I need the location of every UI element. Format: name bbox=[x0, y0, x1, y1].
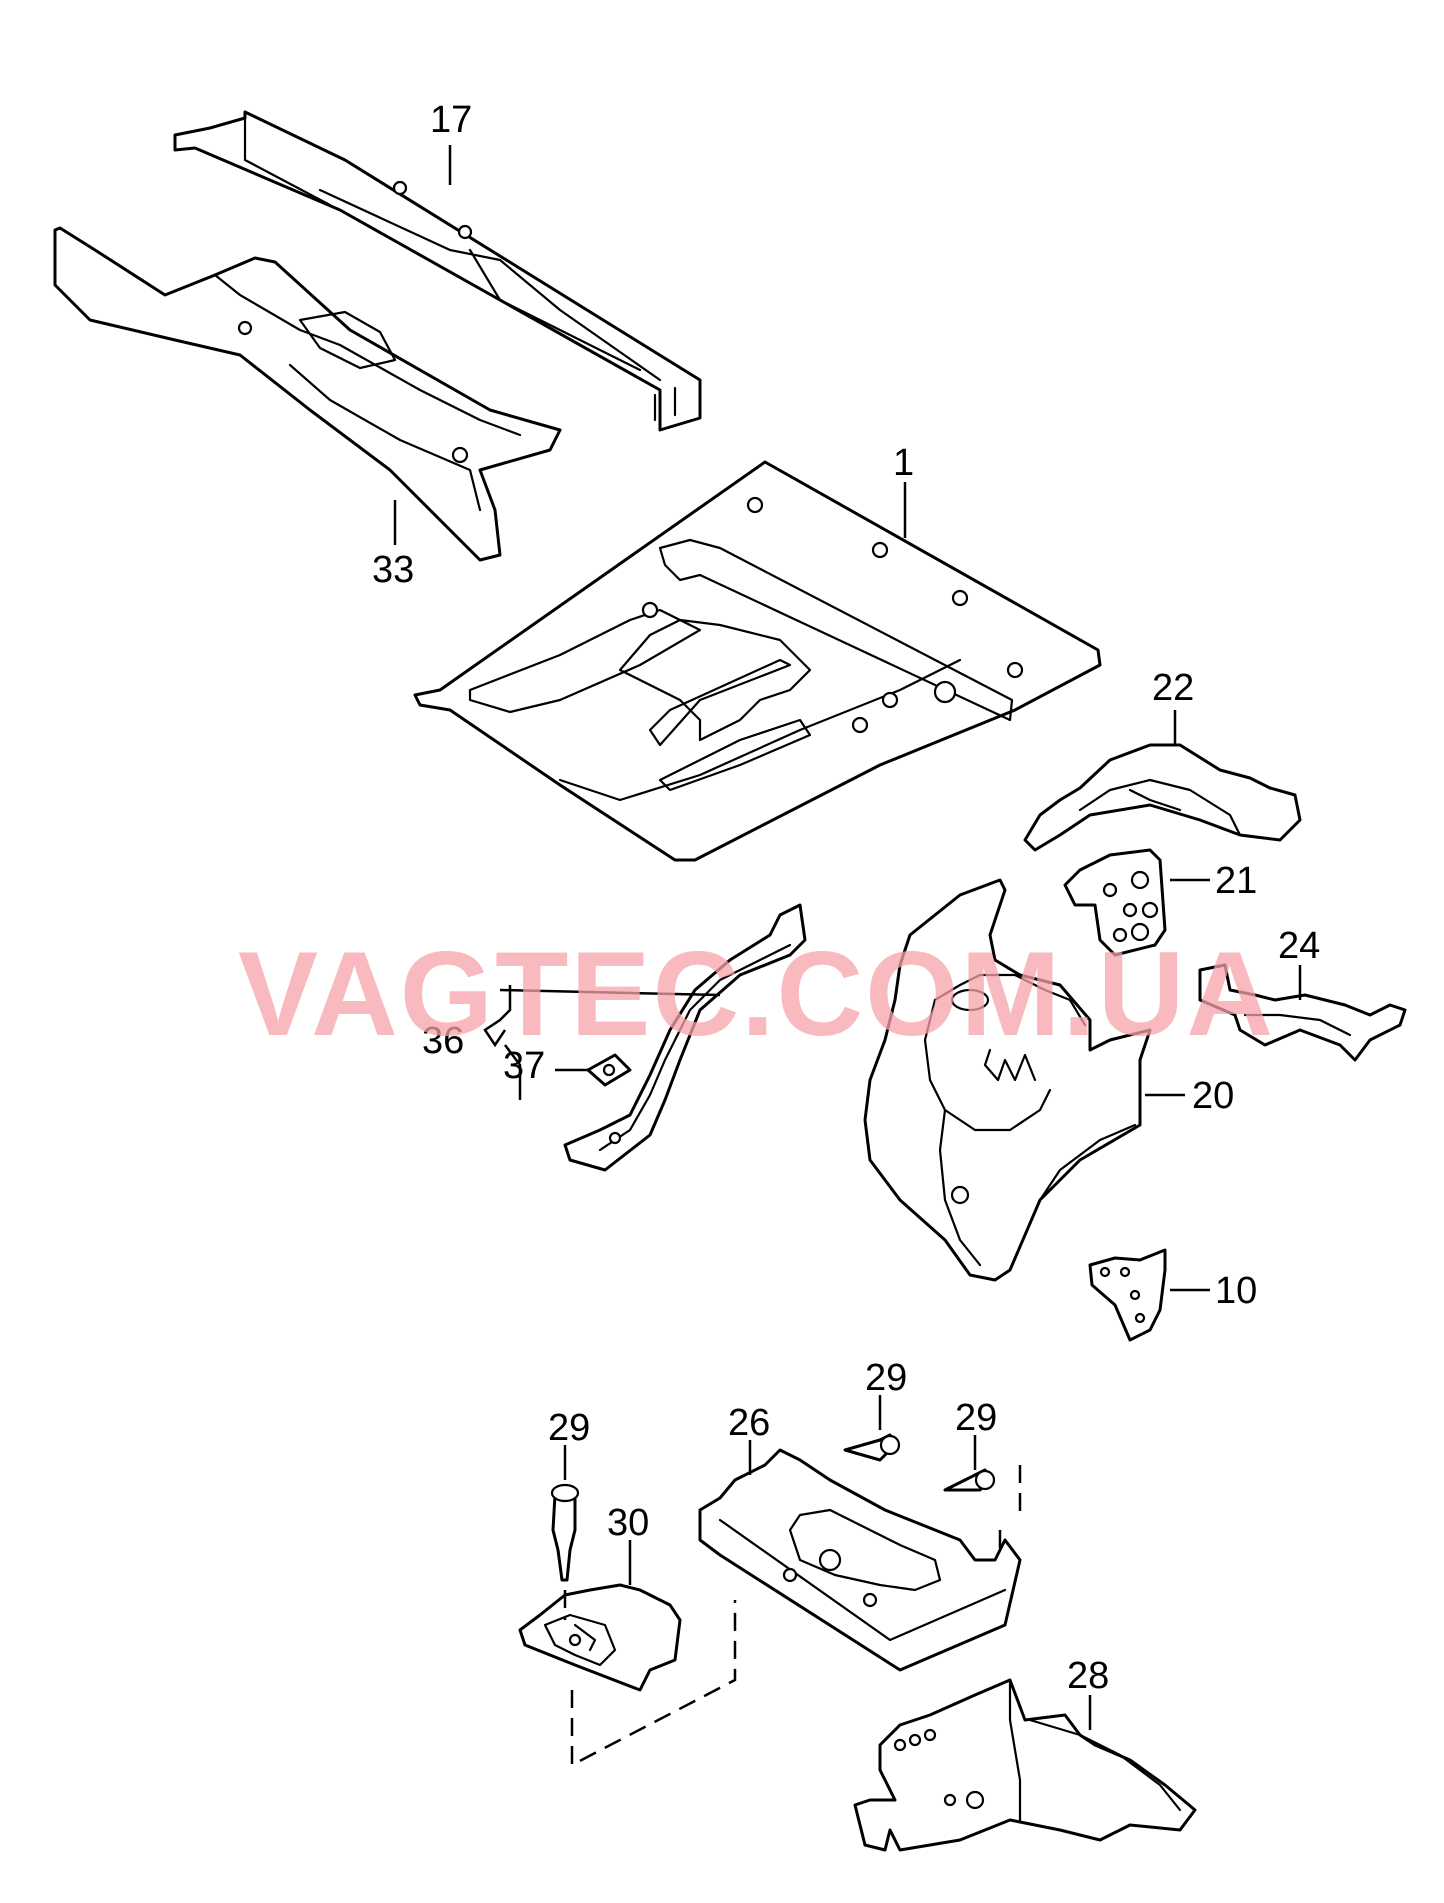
part-20-wheel-housing[interactable] bbox=[863, 878, 1152, 1282]
part-1-floor-pan[interactable] bbox=[413, 460, 1102, 862]
label-1: 1 bbox=[893, 442, 914, 484]
part-33-floor-cross-member[interactable] bbox=[53, 226, 562, 562]
part-29-screw-b[interactable] bbox=[943, 1468, 996, 1492]
part-17-longitudinal-member[interactable] bbox=[173, 110, 702, 432]
part-10-small-bracket[interactable] bbox=[1088, 1248, 1167, 1342]
label-37: 37 bbox=[503, 1045, 545, 1087]
label-21: 21 bbox=[1215, 860, 1257, 902]
part-29-screw-a[interactable] bbox=[843, 1433, 901, 1462]
watermark-text: VAGTEC.COM.UA bbox=[238, 927, 1275, 1061]
label-29-b: 29 bbox=[955, 1397, 997, 1439]
label-20: 20 bbox=[1192, 1075, 1234, 1117]
part-30-bracket[interactable] bbox=[518, 1583, 682, 1692]
part-29-screw-c[interactable] bbox=[550, 1483, 580, 1582]
label-10: 10 bbox=[1215, 1270, 1257, 1312]
part-21-mounting-plate[interactable] bbox=[1063, 848, 1167, 957]
label-26: 26 bbox=[728, 1402, 770, 1444]
label-24: 24 bbox=[1278, 925, 1320, 967]
label-36: 36 bbox=[422, 1020, 464, 1062]
part-36-brace[interactable] bbox=[563, 903, 807, 1172]
label-33: 33 bbox=[372, 549, 414, 591]
assembly-dashed-lines bbox=[563, 1465, 1022, 1768]
label-30: 30 bbox=[607, 1502, 649, 1544]
label-29-a: 29 bbox=[865, 1357, 907, 1399]
label-28: 28 bbox=[1067, 1655, 1109, 1697]
part-37-nut-plate[interactable] bbox=[586, 1053, 632, 1087]
part-24-bracket[interactable] bbox=[1198, 963, 1407, 1062]
part-22-wheel-arch[interactable] bbox=[1023, 743, 1302, 852]
part-26-tray[interactable] bbox=[698, 1448, 1022, 1672]
callout-labels: 17 33 1 22 21 24 36 37 20 10 29 29 29 26… bbox=[372, 99, 1320, 1697]
label-17: 17 bbox=[430, 99, 472, 141]
part-28-rear-bracket[interactable] bbox=[853, 1678, 1197, 1852]
label-22: 22 bbox=[1152, 667, 1194, 709]
label-29-c: 29 bbox=[548, 1407, 590, 1449]
